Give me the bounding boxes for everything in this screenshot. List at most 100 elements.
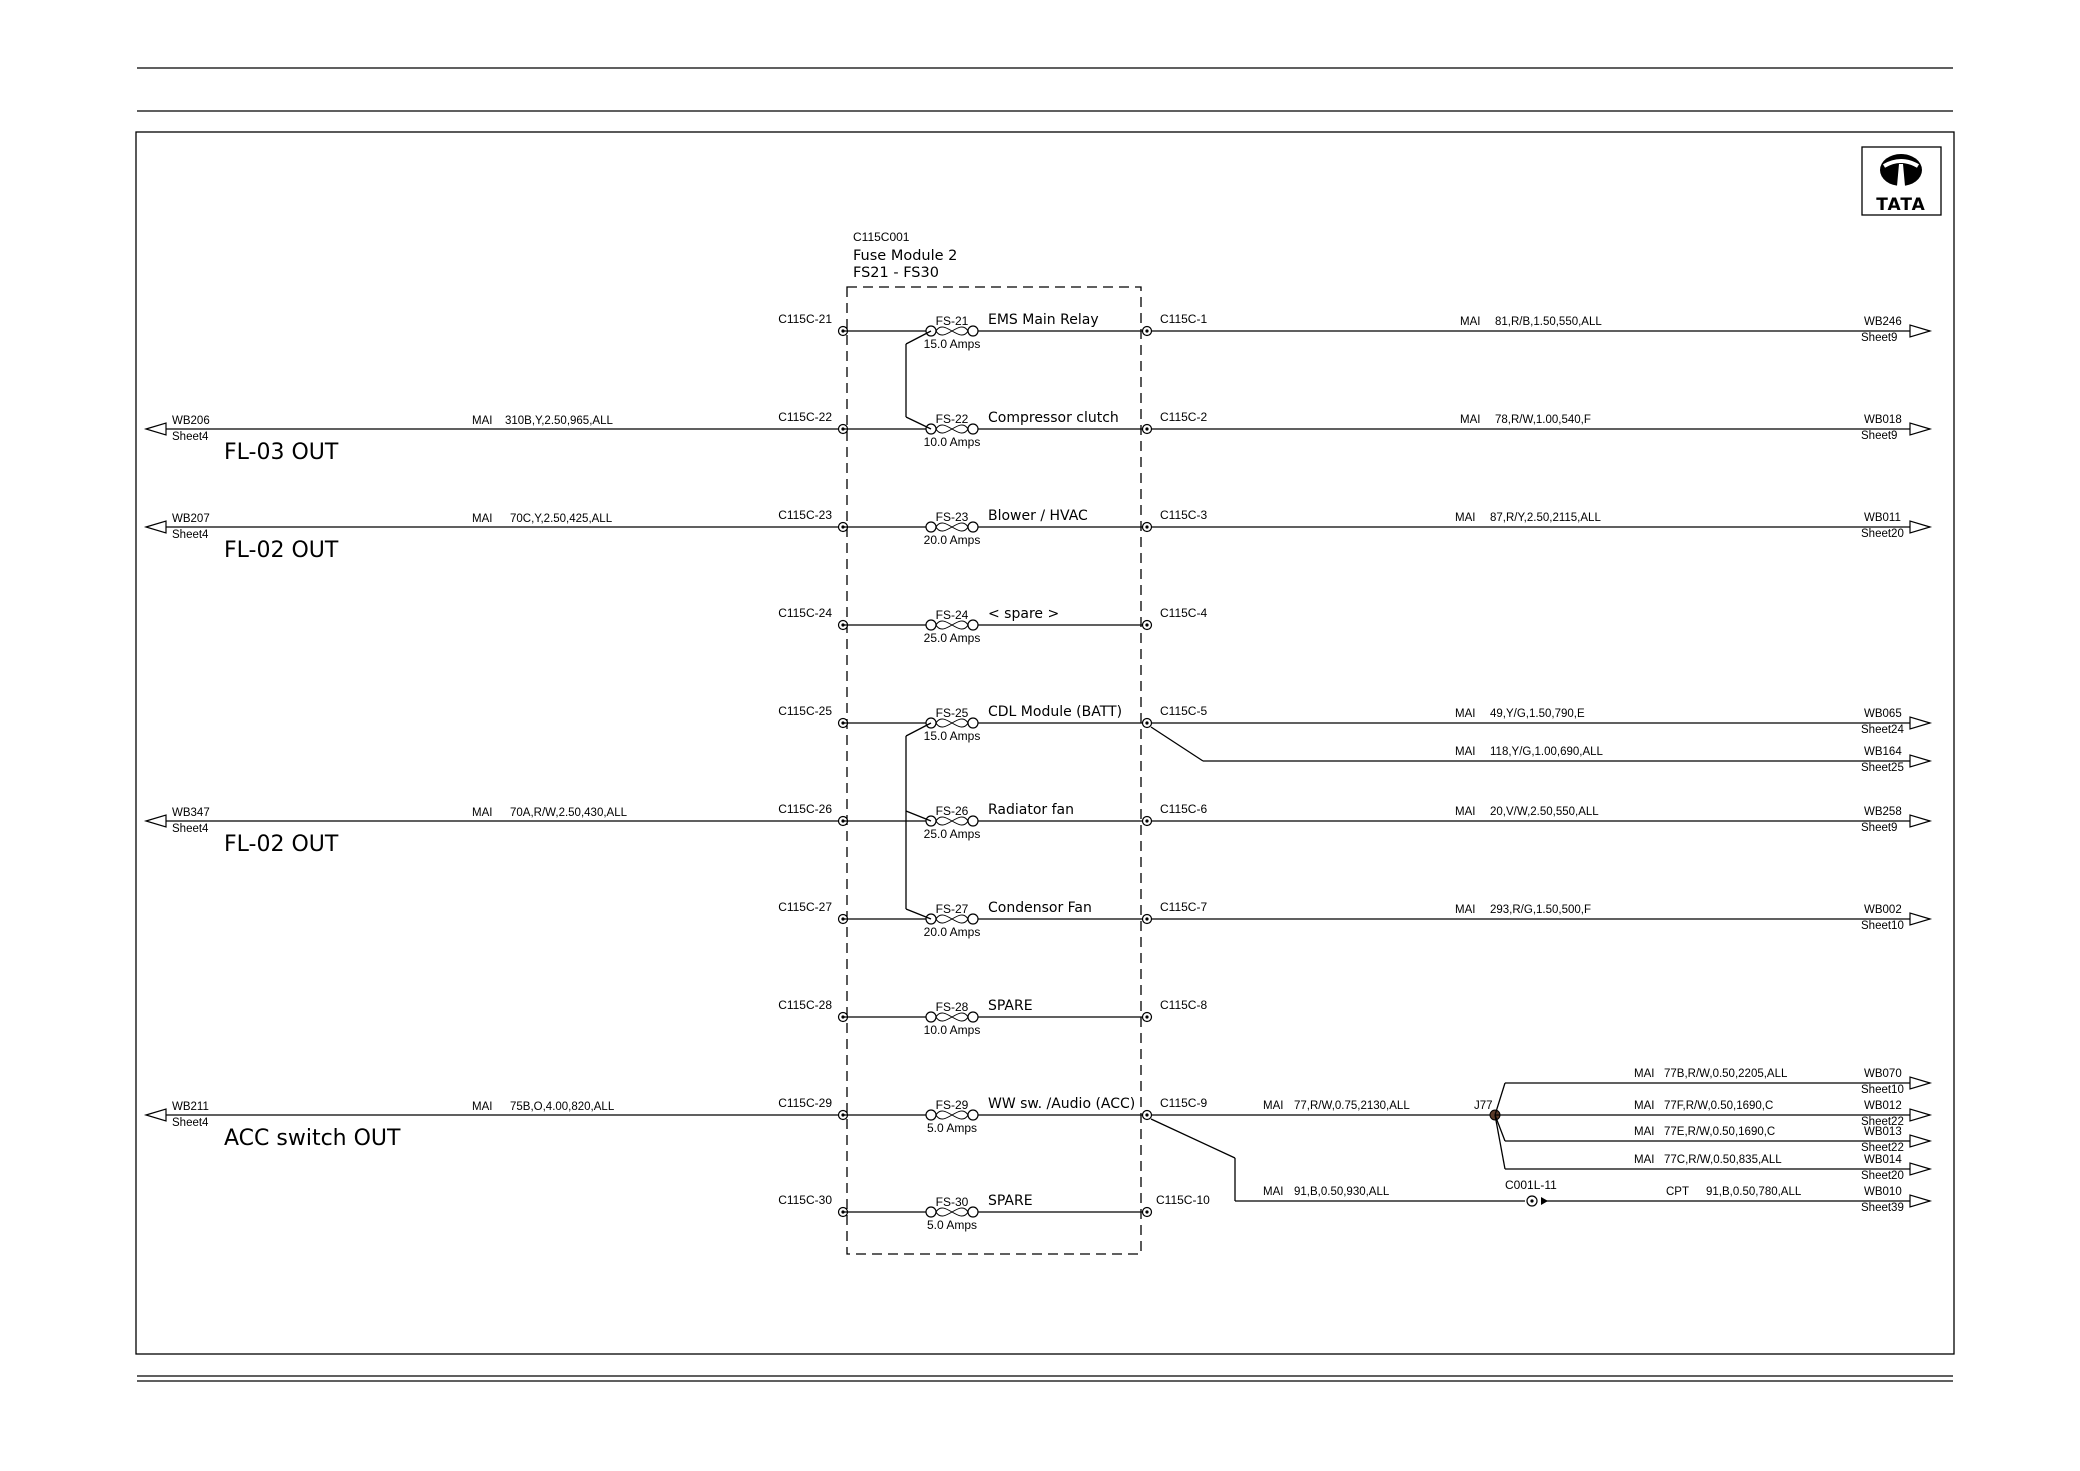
output-terminal-dot: [1145, 525, 1149, 529]
right-output-wire-spec: 78,R/W,1.00,540,F: [1495, 414, 1591, 426]
fuse-id: FS-26: [936, 804, 969, 818]
bus-link-27: [905, 908, 932, 920]
right-output-wire-spec: 118,Y/G,1.00,690,ALL: [1490, 746, 1604, 758]
right-output-wire-spec: 87,R/Y,2.50,2115,ALL: [1490, 512, 1601, 524]
left-feed-sheet: Sheet4: [172, 529, 209, 541]
output-terminal-dot: [1145, 721, 1149, 725]
right-output-sheet: Sheet20: [1861, 1170, 1904, 1182]
left-arrow: [143, 1108, 167, 1122]
left-feed-ref: WB206: [172, 415, 210, 427]
fuse-rating: 5.0 Amps: [927, 1121, 977, 1135]
left-feed-wire-spec: 70A,R/W,2.50,430,ALL: [510, 807, 628, 819]
right-output-ref: WB011: [1864, 512, 1901, 524]
fuse-rating: 10.0 Amps: [924, 1023, 981, 1037]
right-output-wire-spec: 77E,R/W,0.50,1690,C: [1664, 1126, 1775, 1138]
right-output-sheet: Sheet9: [1861, 430, 1897, 442]
connector-wire-spec: 91,B,0.50,930,ALL: [1294, 1186, 1390, 1198]
drawing-border: [135, 131, 1955, 1355]
bus-link-21: [905, 330, 932, 345]
right-output-sheet: Sheet20: [1861, 528, 1904, 540]
fuse-contact-right: [967, 815, 979, 827]
module-name: Fuse Module 2: [853, 248, 957, 264]
module-range: FS21 - FS30: [853, 265, 939, 281]
right-output-harness: MAI: [1455, 708, 1475, 720]
fuse-description: EMS Main Relay: [988, 312, 1099, 328]
input-connector-label: C115C-21: [778, 312, 832, 326]
output-terminal-dot: [1145, 623, 1149, 627]
left-feed-sheet: Sheet4: [172, 1117, 209, 1129]
input-connector-label: C115C-28: [778, 998, 832, 1012]
right-output-ref: WB070: [1864, 1068, 1902, 1080]
input-connector-label: C115C-23: [778, 508, 832, 522]
left-feed-sheet: Sheet4: [172, 431, 209, 443]
left-feed-sheet: Sheet4: [172, 823, 209, 835]
right-output-sheet: Sheet39: [1861, 1202, 1904, 1214]
output-connector-label: C115C-2: [1160, 410, 1207, 424]
right-arrow: [1909, 520, 1933, 534]
fuse-description: WW sw. /Audio (ACC): [988, 1096, 1135, 1112]
output-terminal-dot: [1145, 1113, 1149, 1117]
splice-leg: [1494, 1114, 1506, 1170]
fuse-id: FS-30: [936, 1195, 969, 1209]
left-feed-harness: MAI: [472, 807, 492, 819]
left-feed-caption: ACC switch OUT: [224, 1126, 401, 1151]
left-feed-wire-spec: 310B,Y,2.50,965,ALL: [505, 415, 613, 427]
output-terminal-dot: [1145, 1210, 1149, 1214]
fuse-contact-right: [967, 521, 979, 533]
left-feed-harness: MAI: [472, 513, 492, 525]
fuse-rating: 15.0 Amps: [924, 729, 981, 743]
right-output-ref: WB012: [1864, 1100, 1902, 1112]
right-arrow: [1909, 814, 1933, 828]
left-feed-harness: MAI: [472, 1101, 492, 1113]
fuse-contact-right: [967, 913, 979, 925]
output-terminal-dot: [1145, 427, 1149, 431]
fuse-rating: 25.0 Amps: [924, 631, 981, 645]
right-output-wire-spec: 20,V/W,2.50,550,ALL: [1490, 806, 1599, 818]
right-output-harness: MAI: [1455, 746, 1475, 758]
fuse-id: FS-29: [936, 1098, 969, 1112]
output-connector-label: C115C-1: [1160, 312, 1207, 326]
connector-id: C001L-11: [1505, 1178, 1557, 1192]
right-arrow: [1909, 1134, 1933, 1148]
fuse-contact-right: [967, 1206, 979, 1218]
left-feed-caption: FL-03 OUT: [224, 440, 339, 465]
fuse-id: FS-23: [936, 510, 969, 524]
fuse-contact-right: [967, 325, 979, 337]
splice-harness: MAI: [1263, 1100, 1283, 1112]
right-output-harness: CPT: [1666, 1186, 1689, 1198]
input-connector-label: C115C-25: [778, 704, 832, 718]
right-output-harness: MAI: [1634, 1126, 1654, 1138]
fuse-element-alt: [935, 522, 969, 532]
fuse-id: FS-24: [936, 608, 969, 622]
splice-leg: [1494, 1114, 1506, 1142]
right-output-wire-spec: 49,Y/G,1.50,790,E: [1490, 708, 1585, 720]
fuse-description: Condensor Fan: [988, 900, 1092, 916]
output-connector-label: C115C-4: [1160, 606, 1207, 620]
fuse-contact-right: [967, 1109, 979, 1121]
right-output-harness: MAI: [1455, 904, 1475, 916]
fuse-id: FS-21: [936, 314, 969, 328]
fuse-contact-right: [967, 619, 979, 631]
fuse-contact-left: [925, 619, 937, 631]
connector-harness: MAI: [1263, 1186, 1283, 1198]
fuse-contact-left: [925, 1206, 937, 1218]
connector-terminal-dot: [1530, 1199, 1534, 1203]
right-output-harness: MAI: [1455, 512, 1475, 524]
fuse-element-alt: [935, 424, 969, 434]
left-feed-caption: FL-02 OUT: [224, 538, 339, 563]
input-connector-label: C115C-29: [778, 1096, 832, 1110]
right-output-harness: MAI: [1634, 1154, 1654, 1166]
